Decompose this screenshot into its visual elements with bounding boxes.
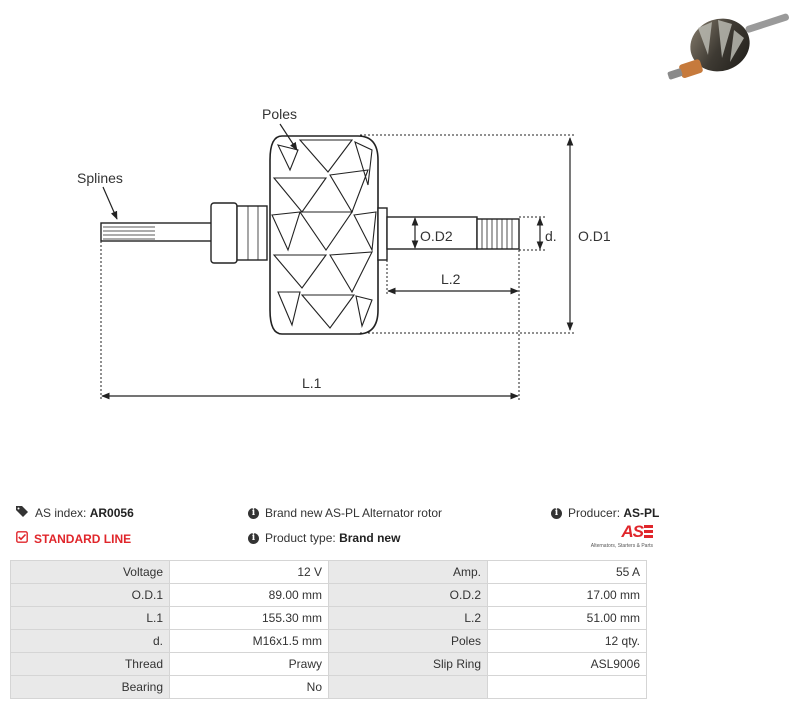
table-row: Bearing No — [10, 675, 647, 699]
spec-label — [328, 675, 488, 699]
splines-label: Splines — [77, 170, 123, 186]
info-icon: i — [248, 532, 259, 544]
spec-value: 12 qty. — [487, 629, 647, 653]
spec-value: 12 V — [169, 560, 329, 584]
spec-label: L.2 — [328, 606, 488, 630]
brand-new-info: i Brand new AS-PL Alternator rotor — [248, 506, 442, 520]
spec-value: No — [169, 675, 329, 699]
poles-label: Poles — [262, 106, 297, 122]
spec-label: O.D.1 — [10, 583, 170, 607]
spec-value: Prawy — [169, 652, 329, 676]
logo-subtitle: Alternators, Starters & Parts — [590, 543, 653, 549]
producer-value: AS-PL — [623, 506, 660, 520]
spec-value: 17.00 mm — [487, 583, 647, 607]
producer-label: Producer: — [568, 506, 621, 520]
od1-label: O.D1 — [578, 228, 611, 244]
table-row: Thread Prawy Slip Ring ASL9006 — [10, 652, 647, 676]
as-index-value: AR0056 — [89, 506, 134, 520]
tags-icon — [16, 506, 29, 520]
logo-mark: AS — [621, 522, 644, 541]
spec-label: Bearing — [10, 675, 170, 699]
standard-line-text: STANDARD LINE — [34, 531, 132, 546]
spec-label: Amp. — [328, 560, 488, 584]
table-row: L.1 155.30 mm L.2 51.00 mm — [10, 606, 647, 630]
spec-label: Slip Ring — [328, 652, 488, 676]
rotor-photo-image — [667, 13, 789, 80]
spec-value: 155.30 mm — [169, 606, 329, 630]
as-pl-logo: AS Alternators, Starters & Parts — [583, 522, 653, 552]
info-icon: i — [551, 507, 562, 519]
product-type-label: Product type: — [265, 531, 336, 545]
producer: i Producer: AS-PL — [551, 506, 659, 520]
l1-label: L.1 — [302, 375, 322, 391]
spec-value: 51.00 mm — [487, 606, 647, 630]
rotor-technical-drawing: Poles Splines O.D2 d. O.D1 L.2 L.1 — [77, 106, 611, 400]
product-type-value: Brand new — [339, 531, 401, 545]
brand-new-text: Brand new AS-PL Alternator rotor — [265, 506, 442, 520]
table-row: O.D.1 89.00 mm O.D.2 17.00 mm — [10, 583, 647, 607]
spec-value: 89.00 mm — [169, 583, 329, 607]
info-icon: i — [248, 507, 259, 519]
spec-value: M16x1.5 mm — [169, 629, 329, 653]
spec-label: d. — [10, 629, 170, 653]
l2-label: L.2 — [441, 271, 461, 287]
spec-label: Voltage — [10, 560, 170, 584]
spec-label: O.D.2 — [328, 583, 488, 607]
rotor-product-photo — [667, 13, 789, 80]
as-index-label: AS index: — [35, 506, 87, 520]
spec-value: 55 A — [487, 560, 647, 584]
spec-label: Thread — [10, 652, 170, 676]
extension-lines — [100, 134, 575, 400]
specifications-table: Voltage 12 V Amp. 55 A O.D.1 89.00 mm O.… — [10, 560, 647, 699]
product-type: i Product type: Brand new — [248, 531, 400, 545]
rotor-outline — [100, 135, 520, 335]
spec-label: Poles — [328, 629, 488, 653]
logo-bars-icon — [644, 525, 653, 539]
spec-value: ASL9006 — [487, 652, 647, 676]
table-row: Voltage 12 V Amp. 55 A — [10, 560, 647, 584]
d-label: d. — [545, 228, 557, 244]
od2-label: O.D2 — [420, 228, 453, 244]
dimension-arrows — [101, 123, 574, 400]
table-row: d. M16x1.5 mm Poles 12 qty. — [10, 629, 647, 653]
spec-label: L.1 — [10, 606, 170, 630]
standard-line-badge: STANDARD LINE — [16, 531, 131, 546]
checkbox-check-icon — [16, 531, 28, 546]
as-index: AS index: AR0056 — [16, 506, 134, 520]
spec-value — [487, 675, 647, 699]
